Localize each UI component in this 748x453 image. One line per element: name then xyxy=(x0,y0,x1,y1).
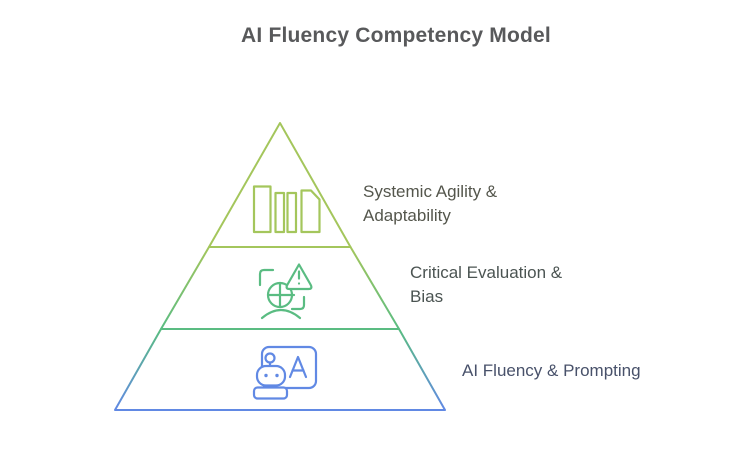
tier-label-critical-evaluation: Critical Evaluation & Bias xyxy=(410,261,562,309)
bias-warning-icon xyxy=(258,263,313,320)
pyramid-tier-top xyxy=(208,122,352,248)
page-title: AI Fluency Competency Model xyxy=(241,24,551,47)
pyramid-tier-bottom xyxy=(114,328,446,411)
tier-label-systemic-agility: Systemic Agility & Adaptability xyxy=(363,180,497,228)
tier-label-line: AI Fluency & Prompting xyxy=(462,361,641,380)
tier-label-line: Critical Evaluation & xyxy=(410,263,563,282)
tier-label-ai-fluency: AI Fluency & Prompting xyxy=(462,359,641,383)
tier-label-line: Bias xyxy=(410,287,444,306)
books-icon xyxy=(252,185,321,234)
tier-label-line: Adaptability xyxy=(363,206,451,225)
tier-label-line: Systemic Agility & xyxy=(363,182,498,201)
ai-robot-teaching-icon xyxy=(252,345,318,400)
